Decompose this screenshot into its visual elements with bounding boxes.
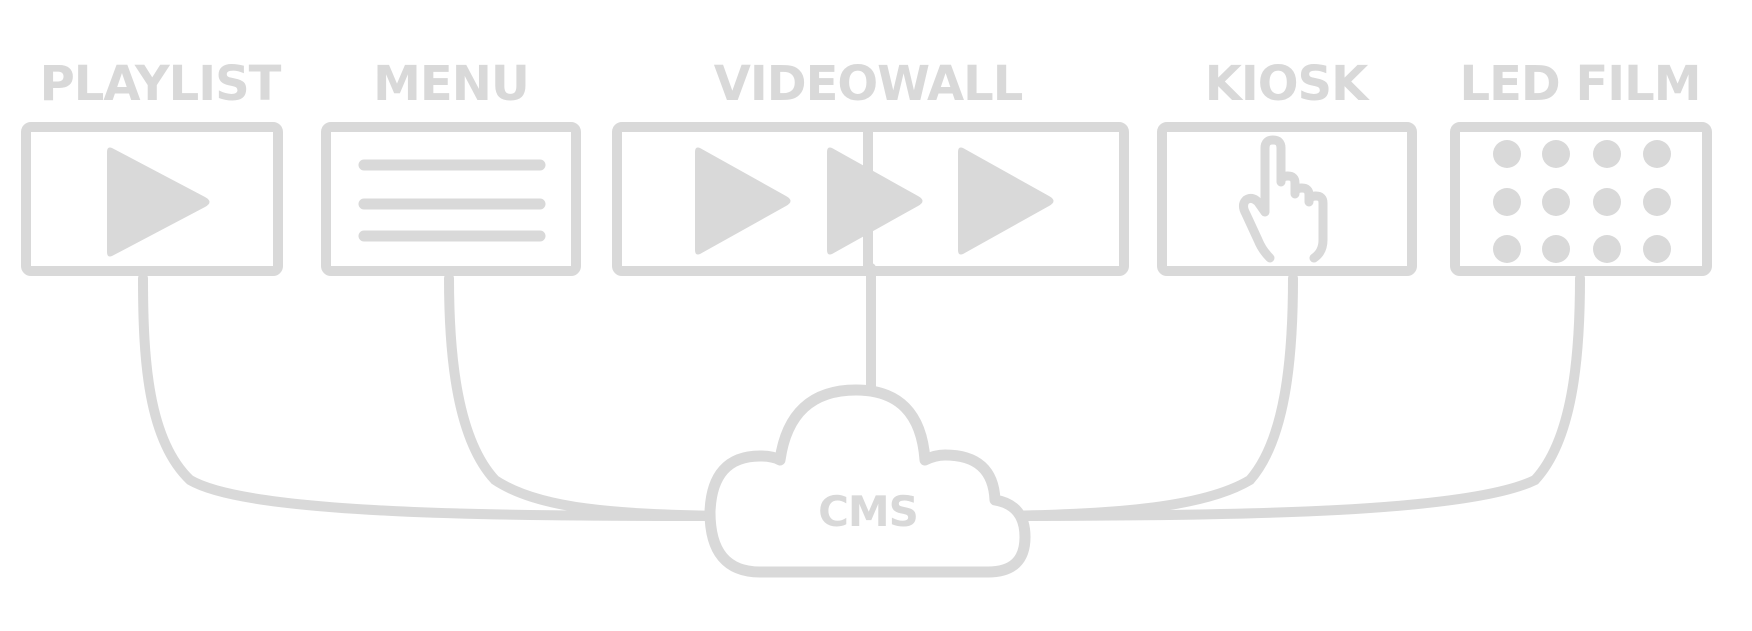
screen-frame: [21, 122, 283, 276]
cloud-icon: [704, 384, 1031, 578]
screen-frame: [1450, 122, 1712, 276]
connector-kiosk: [1000, 273, 1298, 521]
node-label-videowall: VIDEOWALL: [714, 56, 1023, 112]
cms-hub: CMS: [704, 384, 1031, 578]
dot-grid-icon: [1493, 140, 1671, 263]
node-label-menu: MENU: [373, 56, 529, 112]
play-icon: [958, 147, 1054, 255]
node-label-playlist: PLAYLIST: [40, 56, 282, 112]
play-icon: [827, 147, 923, 255]
play-icon: [107, 147, 210, 257]
play-icon: [695, 147, 791, 255]
node-labels: PLAYLIST MENU VIDEOWALL KIOSK LED FILM: [40, 56, 1702, 112]
node-label-kiosk: KIOSK: [1205, 56, 1370, 112]
node-videowall: [612, 122, 1129, 276]
node-led-film: [1450, 122, 1712, 276]
pointing-hand-icon: [1239, 135, 1328, 263]
connector-led-film: [1000, 273, 1585, 521]
connector-playlist: [138, 273, 725, 521]
node-playlist: [21, 122, 283, 276]
connector-menu: [444, 273, 725, 521]
triple-play-icon: [695, 147, 1054, 255]
screen-frame: [321, 122, 581, 276]
screen-frame: [1157, 122, 1417, 276]
node-menu: [321, 122, 581, 276]
connectors: [138, 263, 1585, 521]
hub-label-cms: CMS: [818, 487, 918, 536]
menu-lines-icon: [358, 159, 546, 242]
node-kiosk: [1157, 122, 1417, 276]
node-label-led-film: LED FILM: [1460, 56, 1701, 112]
